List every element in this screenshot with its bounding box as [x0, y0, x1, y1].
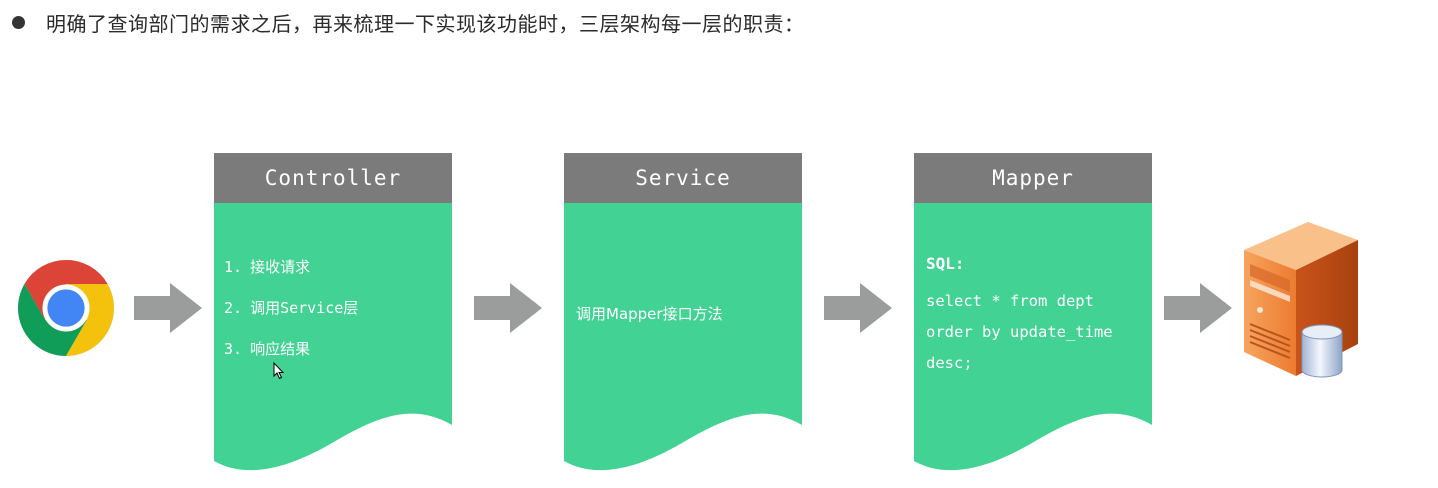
mapper-title: Mapper — [914, 153, 1152, 203]
controller-card: Controller 1.接收请求 2.调用Service层 3.响应结果 — [214, 153, 452, 483]
right-arrow-icon — [134, 283, 202, 333]
document-shape — [214, 153, 452, 471]
document-shape — [564, 153, 802, 471]
sql-block: SQL: select * from dept order by update_… — [926, 253, 1113, 384]
mapper-card: Mapper SQL: select * from dept order by … — [914, 153, 1152, 483]
step-item: 1.接收请求 — [224, 258, 311, 276]
step-item: 3.响应结果 — [224, 340, 311, 358]
right-arrow-icon — [474, 283, 542, 333]
database-server-icon — [1244, 222, 1358, 378]
document-shape — [914, 153, 1152, 471]
sql-line: desc; — [926, 354, 973, 372]
chrome-browser-icon — [17, 259, 115, 357]
sql-line: order by update_time — [926, 323, 1113, 341]
header-bullet: 明确了查询部门的需求之后，再来梳理一下实现该功能时，三层架构每一层的职责： — [12, 6, 805, 38]
sql-line: select * from dept — [926, 292, 1094, 310]
mouse-cursor-icon — [273, 362, 285, 380]
service-card: Service 调用Mapper接口方法 — [564, 153, 802, 483]
right-arrow-icon — [1164, 283, 1232, 333]
sql-label: SQL: — [926, 254, 965, 273]
right-arrow-icon — [824, 283, 892, 333]
header-text: 明确了查询部门的需求之后，再来梳理一下实现该功能时，三层架构每一层的职责： — [46, 11, 805, 36]
step-item: 2.调用Service层 — [224, 299, 359, 317]
controller-title: Controller — [214, 153, 452, 203]
bullet-dot-icon — [12, 15, 25, 29]
controller-steps: 1.接收请求 2.调用Service层 3.响应结果 — [224, 257, 448, 380]
service-description: 调用Mapper接口方法 — [576, 305, 723, 323]
service-title: Service — [564, 153, 802, 203]
